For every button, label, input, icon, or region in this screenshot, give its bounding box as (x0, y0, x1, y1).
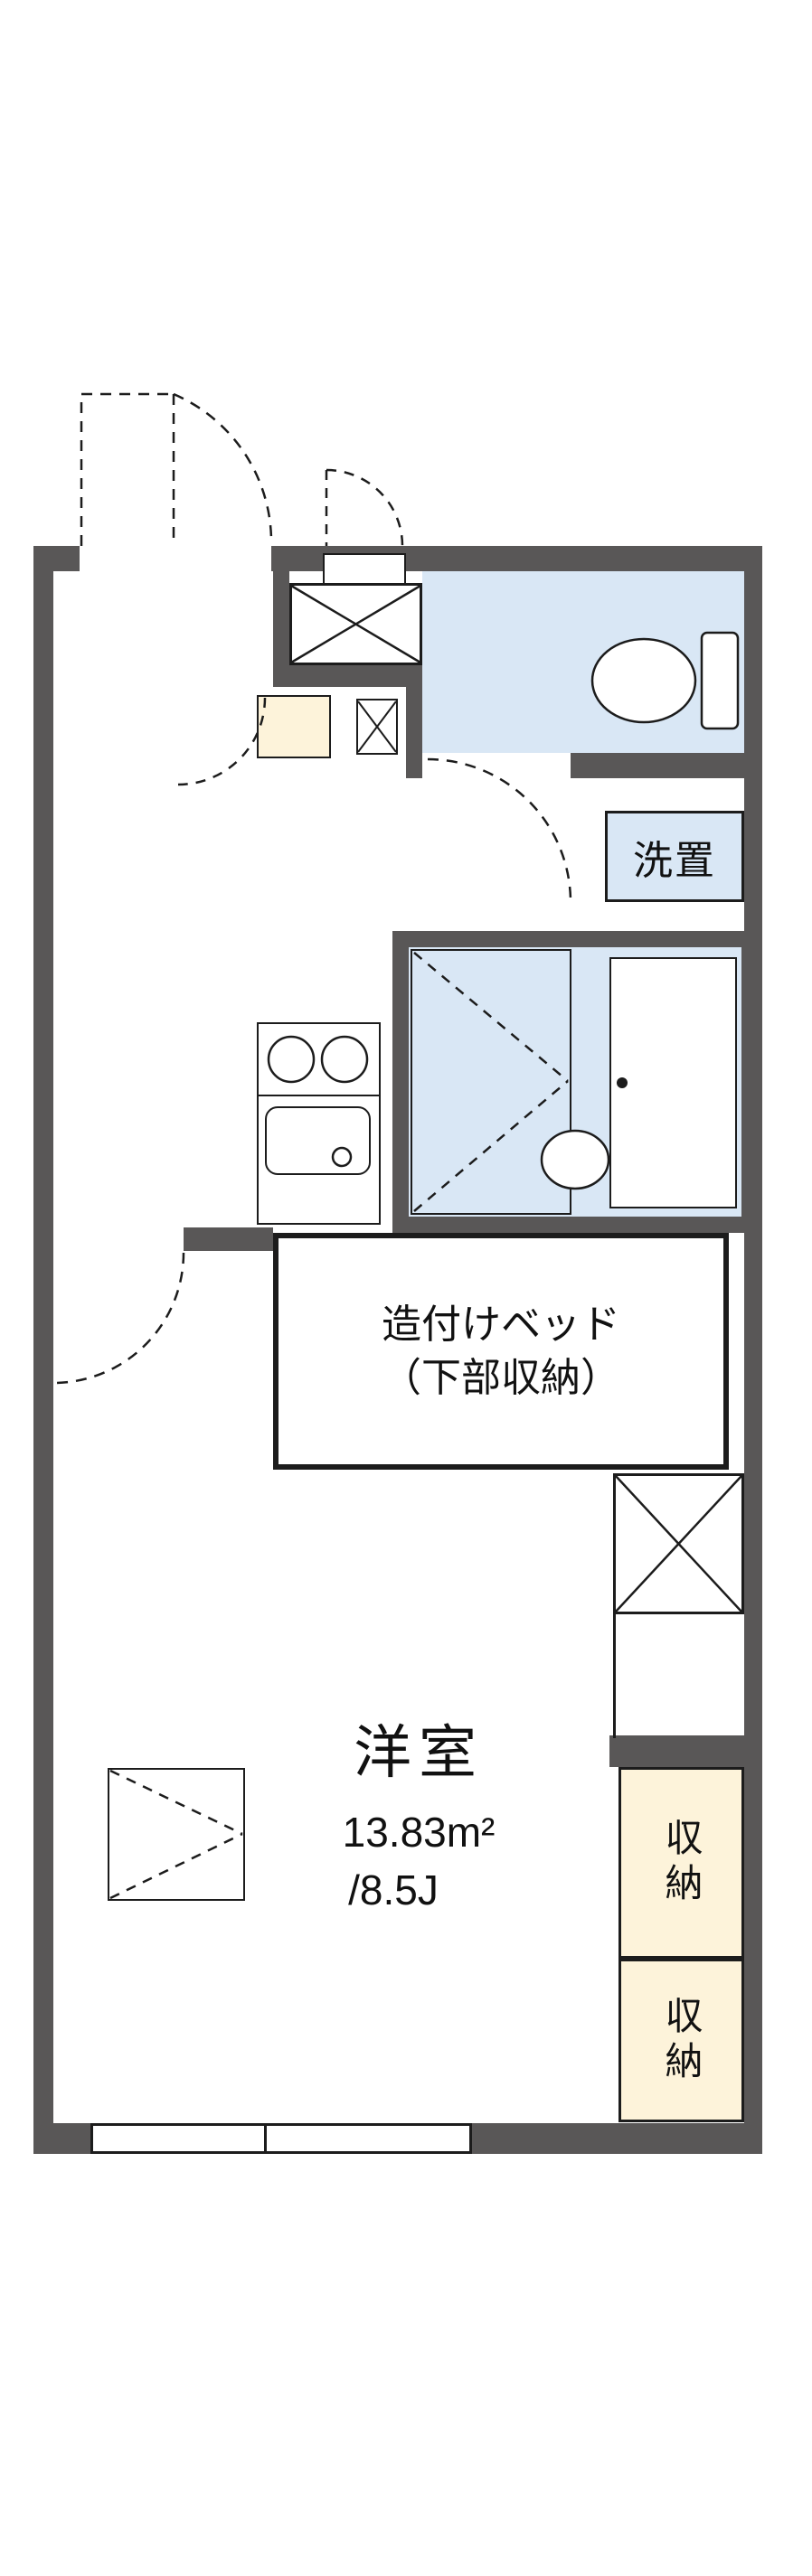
outer-wall-top-left-segment (33, 546, 80, 571)
room-door-swing-arc (52, 1252, 185, 1385)
toilet-door-swing-arc (427, 757, 572, 903)
window-frame-right (469, 2123, 472, 2154)
genkan-tataki (289, 583, 422, 665)
genkan-door-swing-arc (177, 697, 267, 786)
bed-label-line2: （下部収納） (382, 1356, 620, 1400)
closet-lower-label: 収納 (660, 1995, 703, 2086)
window-center-mullion (264, 2123, 267, 2154)
balcony-window (90, 2123, 472, 2154)
outer-wall-bottom-right-segment (472, 2123, 762, 2154)
washer-space: 洗置 (605, 811, 744, 902)
room-door-wall (184, 1227, 273, 1251)
closet-upper: 収納 (618, 1767, 744, 1959)
bathtub (411, 949, 571, 1215)
toilet-room (422, 571, 744, 753)
stove-unit (257, 1022, 381, 1096)
entry-door-swing-arc (325, 468, 404, 547)
window-frame-left (90, 2123, 93, 2154)
outer-wall-left (33, 546, 53, 2154)
washer-label: 洗置 (633, 838, 716, 883)
genkan-bottom-wall (273, 665, 422, 687)
closet-upper-label: 収納 (660, 1818, 703, 1908)
bathroom-door (609, 957, 737, 1208)
main-room-area-m2: 13.83m² (342, 1809, 496, 1856)
genkan-step (257, 695, 331, 758)
closet-lower: 収納 (618, 1959, 744, 2122)
kitchen-sink (265, 1106, 371, 1175)
outer-wall-bottom-left-segment (33, 2123, 90, 2154)
niche-partition-line (613, 1614, 616, 1738)
toilet-left-wall (406, 665, 422, 778)
main-room-name: 洋室 (354, 1720, 484, 1785)
main-room-area-tatami: /8.5J (348, 1866, 439, 1913)
bed-label-line1: 造付けベッド (382, 1302, 620, 1347)
entrance-door-swing-arc (80, 392, 273, 546)
window-seat-box (108, 1768, 245, 1901)
closet-top-wall (609, 1735, 744, 1767)
genkan-left-wall (273, 546, 289, 687)
pipe-shaft-box (356, 699, 398, 755)
outer-wall-right (744, 546, 762, 2154)
built-in-bed: 造付けベッド （下部収納） (273, 1233, 729, 1470)
toilet-bottom-wall (571, 753, 744, 778)
refrigerator-space (613, 1473, 744, 1614)
